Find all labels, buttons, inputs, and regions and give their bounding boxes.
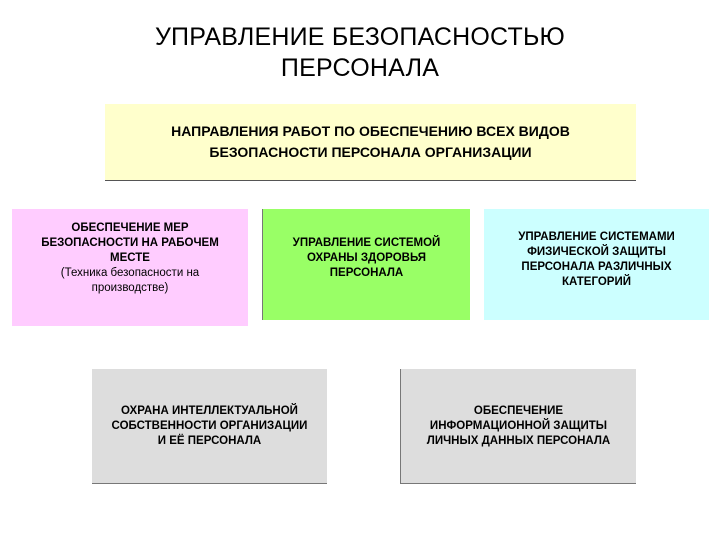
information-protection-line-1: ОБЕСПЕЧЕНИЕ <box>473 404 564 417</box>
main-box-line-1: НАПРАВЛЕНИЯ РАБОТ ПО ОБЕСПЕЧЕНИЮ ВСЕХ ВИ… <box>171 123 570 139</box>
information-protection-box: ОБЕСПЕЧЕНИЕ ИНФОРМАЦИОННОЙ ЗАЩИТЫ ЛИЧНЫХ… <box>400 369 636 484</box>
slide-title-line-1: УПРАВЛЕНИЕ БЕЗОПАСНОСТЬЮ <box>154 23 566 51</box>
physical-protection-line-3: ПЕРСОНАЛА РАЗЛИЧНЫХ <box>521 261 672 273</box>
workplace-safety-box: ОБЕСПЕЧЕНИЕ МЕР БЕЗОПАСНОСТИ НА РАБОЧЕМ … <box>12 209 248 326</box>
information-protection-line-2: ИНФОРМАЦИОННОЙ ЗАЩИТЫ <box>429 419 608 432</box>
main-box-line-2: БЕЗОПАСНОСТИ ПЕРСОНАЛА ОРГАНИЗАЦИИ <box>209 144 532 160</box>
intellectual-property-line-3: И ЕЁ ПЕРСОНАЛА <box>157 434 262 447</box>
workplace-safety-line-1: ОБЕСПЕЧЕНИЕ МЕР <box>71 222 189 234</box>
intellectual-property-box: ОХРАНА ИНТЕЛЛЕКТУАЛЬНОЙ СОБСТВЕННОСТИ ОР… <box>92 369 327 484</box>
physical-protection-box: УПРАВЛЕНИЕ СИСТЕМАМИ ФИЗИЧЕСКОЙ ЗАЩИТЫ П… <box>484 209 709 320</box>
health-protection-line-3: ПЕРСОНАЛА <box>329 267 404 279</box>
workplace-safety-line-2: БЕЗОПАСНОСТИ НА РАБОЧЕМ <box>41 237 219 249</box>
health-protection-line-1: УПРАВЛЕНИЕ СИСТЕМОЙ <box>292 237 441 249</box>
workplace-safety-note-line-1: (Техника безопасности на <box>60 267 200 279</box>
workplace-safety-line-3: МЕСТЕ <box>110 252 150 264</box>
workplace-safety-note-line-2: производстве) <box>91 282 169 294</box>
slide-title: УПРАВЛЕНИЕ БЕЗОПАСНОСТЬЮ ПЕРСОНАЛА <box>60 22 660 84</box>
information-protection-line-3: ЛИЧНЫХ ДАННЫХ ПЕРСОНАЛА <box>426 434 611 447</box>
main-directions-box: НАПРАВЛЕНИЯ РАБОТ ПО ОБЕСПЕЧЕНИЮ ВСЕХ ВИ… <box>105 104 636 181</box>
health-protection-line-2: ОХРАНЫ ЗДОРОВЬЯ <box>306 252 427 264</box>
physical-protection-line-4: КАТЕГОРИЙ <box>562 276 631 288</box>
slide-title-line-2: ПЕРСОНАЛА <box>280 54 440 82</box>
physical-protection-line-1: УПРАВЛЕНИЕ СИСТЕМАМИ <box>518 231 675 243</box>
intellectual-property-line-2: СОБСТВЕННОСТИ ОРГАНИЗАЦИИ <box>111 419 308 432</box>
health-protection-box: УПРАВЛЕНИЕ СИСТЕМОЙ ОХРАНЫ ЗДОРОВЬЯ ПЕРС… <box>262 209 470 320</box>
physical-protection-line-2: ФИЗИЧЕСКОЙ ЗАЩИТЫ <box>527 246 666 258</box>
intellectual-property-line-1: ОХРАНА ИНТЕЛЛЕКТУАЛЬНОЙ <box>121 404 298 417</box>
